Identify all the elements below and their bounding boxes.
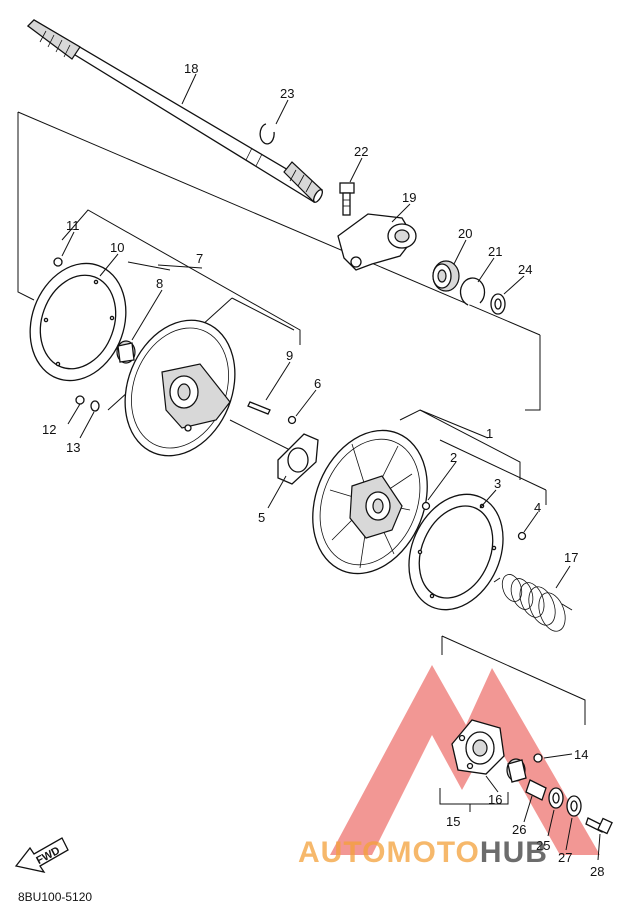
- holder-part-19: [337, 213, 417, 271]
- callout-14: 14: [574, 747, 588, 762]
- callout-labels: 18 23 22 19 20 21 24 11 10 7 8 9 6 12 13…: [42, 61, 604, 879]
- callout-26: 26: [512, 822, 526, 837]
- screw-part-6: [287, 415, 297, 425]
- callout-27: 27: [558, 850, 572, 865]
- fwd-arrow-icon: [14, 837, 69, 873]
- callout-21: 21: [488, 244, 502, 259]
- watermark-text-a: AUTOMOTO: [298, 836, 480, 869]
- callout-17: 17: [564, 550, 578, 565]
- callout-24: 24: [518, 262, 532, 277]
- bolt-part-12: [75, 395, 85, 405]
- washer-part-27: [566, 795, 582, 817]
- svg-text:AUTOMOTOHUB: AUTOMOTOHUB: [298, 836, 548, 869]
- bushing-part-8: [116, 340, 136, 364]
- washer-part-13: [90, 400, 100, 412]
- watermark-text-b: HUB: [480, 836, 548, 869]
- screw-part-2: [421, 501, 431, 511]
- callout-8: 8: [156, 276, 163, 291]
- callout-15: 15: [446, 814, 460, 829]
- sheave-part-1: [312, 429, 428, 575]
- nut-part-14: [533, 753, 543, 763]
- circlip-part-21: [459, 277, 486, 306]
- callout-1: 1: [486, 426, 493, 441]
- callout-11: 11: [66, 218, 80, 233]
- callout-5: 5: [258, 510, 265, 525]
- callout-19: 19: [402, 190, 416, 205]
- callout-28: 28: [590, 864, 604, 879]
- callout-13: 13: [66, 440, 80, 455]
- callout-25: 25: [536, 838, 550, 853]
- shaft-part-18: [26, 19, 324, 203]
- plate-part-3: [408, 493, 504, 611]
- callout-22: 22: [354, 144, 368, 159]
- bolt-part-22: [339, 182, 355, 216]
- fwd-arrow: FWD: [14, 837, 69, 873]
- callout-7: 7: [196, 251, 203, 266]
- callout-6: 6: [314, 376, 321, 391]
- fwd-label: FWD: [34, 845, 62, 867]
- spring-part-17: [493, 574, 573, 632]
- bearing-part-20: [432, 260, 460, 292]
- washer-part-25: [548, 787, 564, 809]
- callout-10: 10: [110, 240, 124, 255]
- figure-code: 8BU100-5120: [18, 890, 93, 904]
- screw-part-11: [53, 257, 63, 267]
- callout-16: 16: [488, 792, 502, 807]
- screw-part-4: [517, 531, 527, 541]
- callout-20: 20: [458, 226, 472, 241]
- pin-part-9: [247, 401, 271, 415]
- callout-23: 23: [280, 86, 294, 101]
- callout-4: 4: [534, 500, 541, 515]
- bushing-part-26: [506, 758, 547, 801]
- sheave-part-7: [124, 319, 236, 457]
- callout-3: 3: [494, 476, 501, 491]
- callout-18: 18: [184, 61, 198, 76]
- assembly-boundary-lines: [17, 111, 586, 812]
- washer-part-24: [490, 293, 506, 315]
- callout-9: 9: [286, 348, 293, 363]
- leader-lines: [61, 73, 601, 861]
- callout-12: 12: [42, 422, 56, 437]
- plate-part-10: [29, 262, 127, 382]
- cap-part-16: [451, 719, 505, 775]
- bolt-part-28: [585, 817, 613, 835]
- circlip-part-23: [259, 123, 275, 145]
- watermark-text: AUTOMOTOHUB: [298, 836, 548, 869]
- callout-2: 2: [450, 450, 457, 465]
- gasket-part-5: [277, 433, 319, 485]
